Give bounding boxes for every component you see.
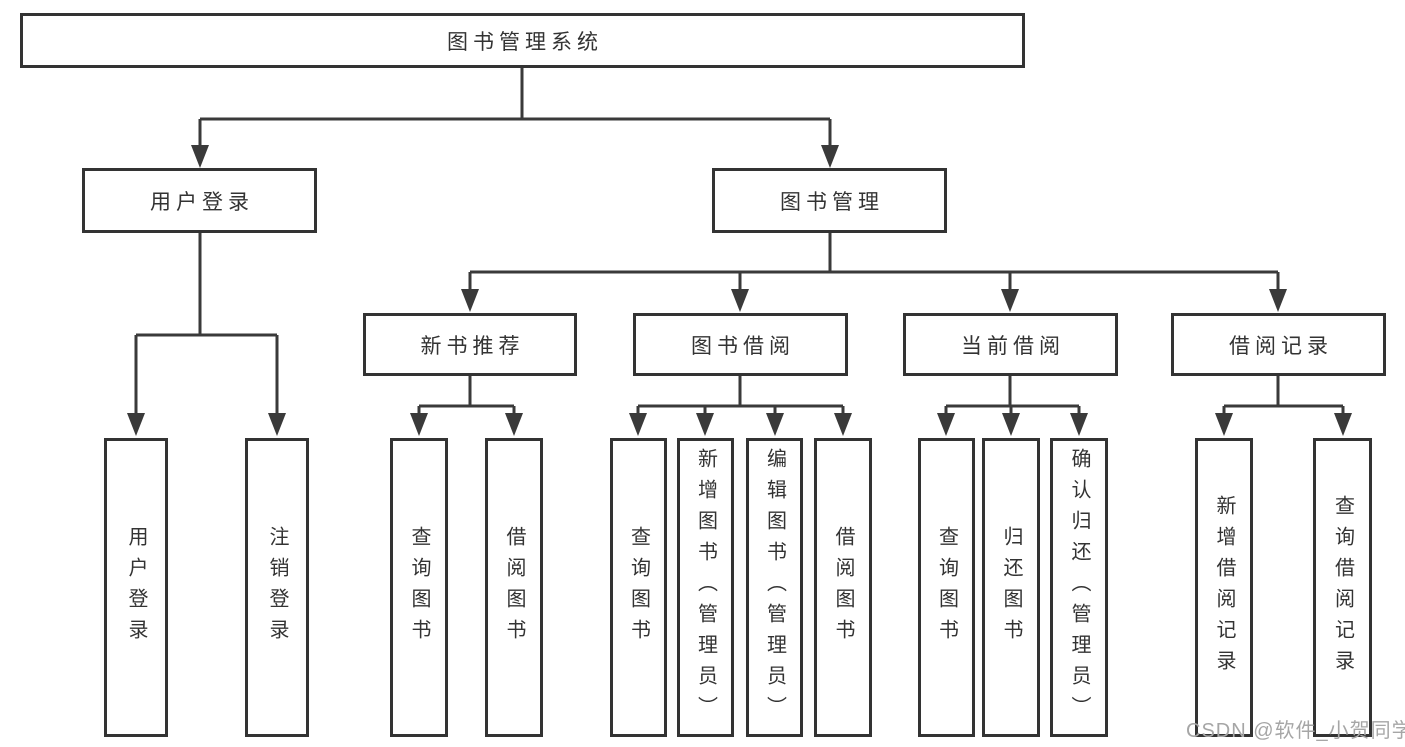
arrow-down-icon bbox=[410, 413, 428, 436]
arrow-down-icon bbox=[834, 413, 852, 436]
node-current-borrowing: 当前借阅 bbox=[903, 313, 1118, 376]
node-book-borrowing: 图书借阅 bbox=[633, 313, 848, 376]
arrow-down-icon bbox=[1334, 413, 1352, 436]
node-leaf-edit-books-admin: 编辑图书（管理员） bbox=[746, 438, 803, 737]
arrow-down-icon bbox=[1002, 413, 1020, 436]
arrow-down-icon bbox=[696, 413, 714, 436]
node-borrowing-records: 借阅记录 bbox=[1171, 313, 1386, 376]
node-leaf-query-borrow-record: 查询借阅记录 bbox=[1313, 438, 1372, 737]
node-label: 确认归还（管理员） bbox=[1068, 448, 1090, 727]
node-leaf-borrow-books: 借阅图书 bbox=[814, 438, 872, 737]
arrow-down-icon bbox=[821, 145, 839, 168]
node-leaf-add-books-admin: 新增图书（管理员） bbox=[677, 438, 734, 737]
node-leaf-logout: 注销登录 bbox=[245, 438, 309, 737]
connector-root-to-level2 bbox=[198, 68, 832, 146]
arrow-down-icon bbox=[1001, 289, 1019, 312]
arrow-down-icon bbox=[461, 289, 479, 312]
node-label: 借阅图书 bbox=[503, 525, 525, 650]
node-leaf-user-login: 用户登录 bbox=[104, 438, 168, 737]
arrow-down-icon bbox=[1070, 413, 1088, 436]
connector-userlogin-to-children bbox=[134, 233, 279, 414]
node-leaf-return-books: 归还图书 bbox=[982, 438, 1040, 737]
arrow-heads bbox=[127, 145, 1352, 436]
arrow-down-icon bbox=[731, 289, 749, 312]
node-leaf-query-books-current: 查询图书 bbox=[918, 438, 975, 737]
node-leaf-borrow-books-recommend: 借阅图书 bbox=[485, 438, 543, 737]
node-label: 用户登录 bbox=[125, 525, 147, 650]
connector-records-to-children bbox=[1222, 376, 1345, 415]
node-label: 查询图书 bbox=[408, 525, 430, 650]
node-label: 查询图书 bbox=[627, 525, 650, 650]
node-label: 编辑图书（管理员） bbox=[763, 448, 786, 727]
arrow-down-icon bbox=[937, 413, 955, 436]
node-book-management: 图书管理 bbox=[712, 168, 947, 233]
arrow-down-icon bbox=[191, 145, 209, 168]
node-leaf-confirm-return-admin: 确认归还（管理员） bbox=[1050, 438, 1108, 737]
node-label: 归还图书 bbox=[1000, 525, 1022, 650]
node-label: 新增借阅记录 bbox=[1213, 494, 1235, 681]
arrow-down-icon bbox=[268, 413, 286, 436]
connector-borrowing-to-children bbox=[636, 376, 845, 415]
connector-bookmgmt-to-level3 bbox=[468, 233, 1280, 290]
node-root-system: 图书管理系统 bbox=[20, 13, 1025, 68]
node-label: 查询图书 bbox=[935, 525, 958, 650]
connector-current-to-children bbox=[944, 376, 1081, 415]
csdn-watermark: CSDN @软件_小贺同学 bbox=[1186, 720, 1405, 742]
arrow-down-icon bbox=[766, 413, 784, 436]
node-leaf-add-borrow-record: 新增借阅记录 bbox=[1195, 438, 1253, 737]
node-leaf-query-books-recommend: 查询图书 bbox=[390, 438, 448, 737]
node-new-book-recommend: 新书推荐 bbox=[363, 313, 577, 376]
node-label: 借阅图书 bbox=[832, 525, 854, 650]
node-user-login: 用户登录 bbox=[82, 168, 317, 233]
node-label: 查询借阅记录 bbox=[1331, 494, 1354, 681]
arrow-down-icon bbox=[127, 413, 145, 436]
arrow-down-icon bbox=[505, 413, 523, 436]
arrow-down-icon bbox=[1215, 413, 1233, 436]
node-label: 新增图书（管理员） bbox=[694, 448, 717, 727]
node-label: 注销登录 bbox=[266, 525, 288, 650]
arrow-down-icon bbox=[1269, 289, 1287, 312]
arrow-down-icon bbox=[629, 413, 647, 436]
connector-newbooks-to-children bbox=[417, 376, 516, 415]
node-leaf-query-books-borrow: 查询图书 bbox=[610, 438, 667, 737]
